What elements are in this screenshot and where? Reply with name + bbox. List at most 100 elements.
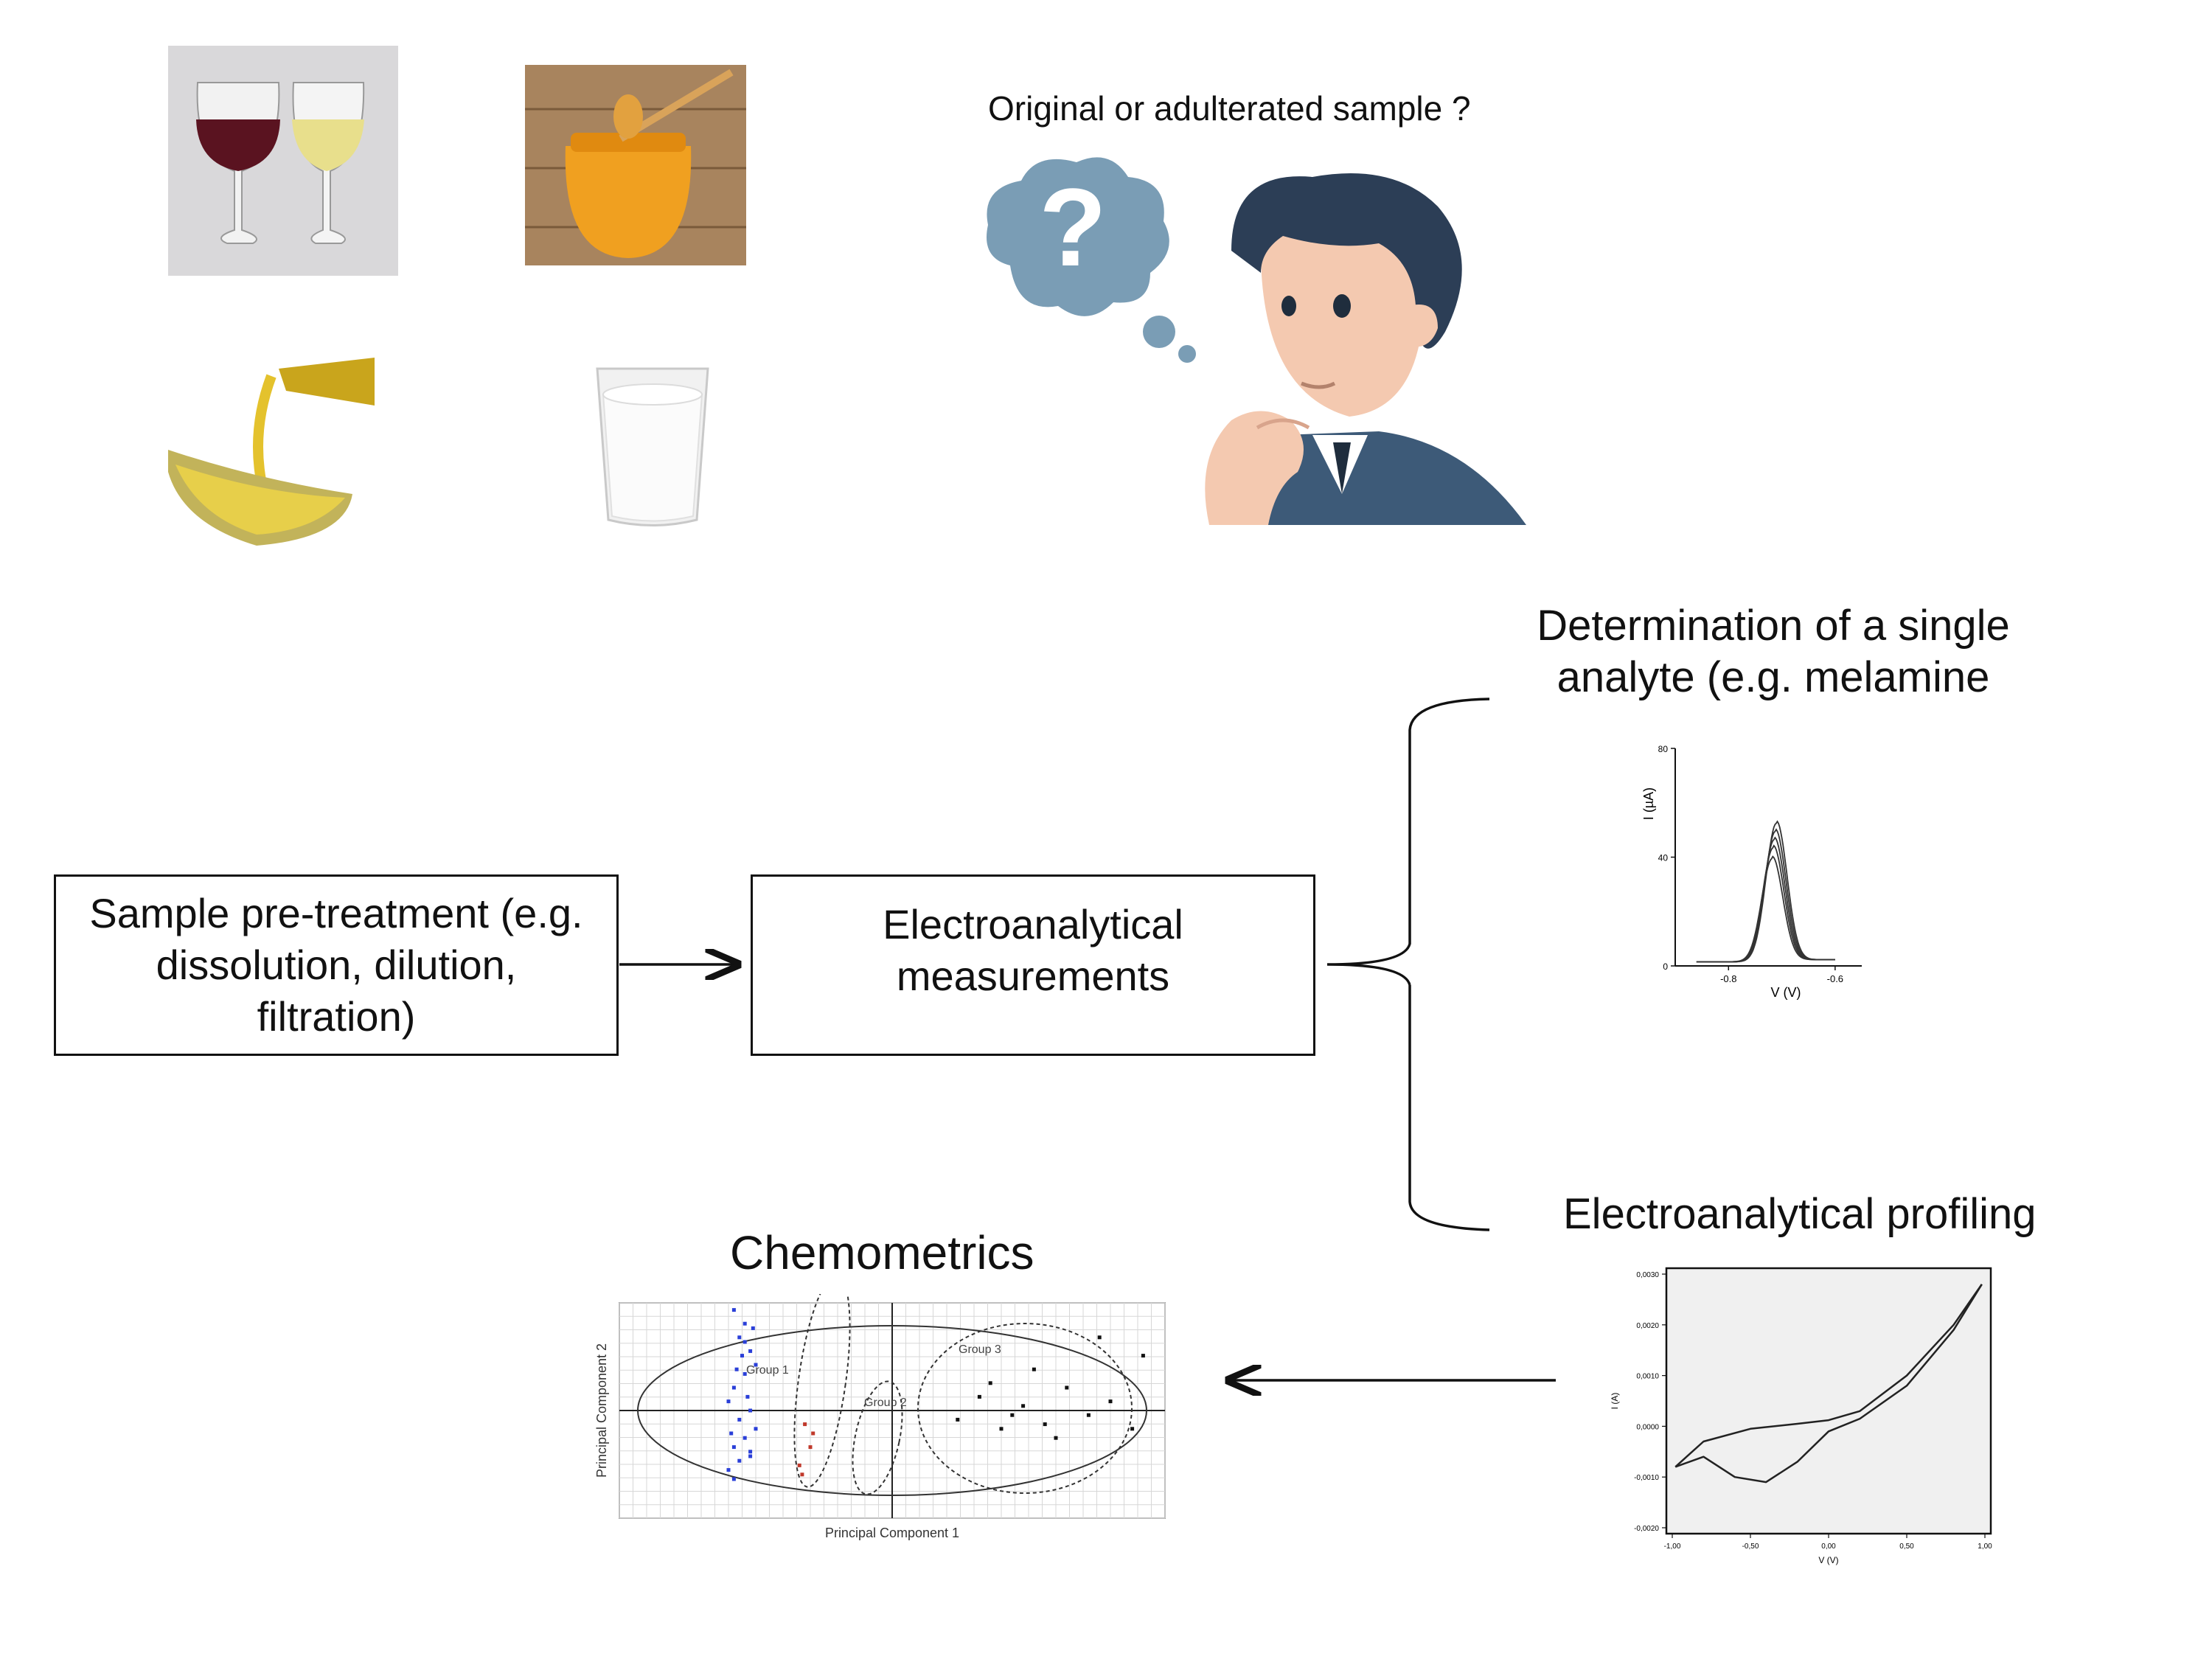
pca-group3-label: Group 3 xyxy=(959,1343,1001,1356)
chart1-ytick-label: 80 xyxy=(1658,744,1669,754)
chart2-xtick-label: -0,50 xyxy=(1742,1543,1759,1551)
electroanalytical-profiling-title: Electroanalytical profiling xyxy=(1563,1190,2037,1238)
pca-point xyxy=(748,1349,753,1353)
pca-point xyxy=(731,1308,736,1312)
milk-glass-image xyxy=(596,367,709,526)
pca-point xyxy=(1086,1413,1091,1417)
pca-point xyxy=(1065,1385,1069,1390)
pca-point xyxy=(977,1394,981,1399)
pca-ylabel: Principal Component 2 xyxy=(594,1343,609,1478)
chart1-series-line xyxy=(1696,828,1835,963)
chart1-series-line xyxy=(1696,836,1835,963)
pca-point xyxy=(797,1463,801,1467)
wine-glasses-image xyxy=(168,46,398,276)
chart1-ytick-label: 40 xyxy=(1658,853,1669,863)
pca-point xyxy=(729,1431,734,1436)
pca-point xyxy=(1021,1404,1026,1408)
svg-text:?: ? xyxy=(1039,165,1107,289)
chart2-xlabel: V (V) xyxy=(1818,1555,1838,1565)
single-analyte-title: Determination of a single analyte (e.g. … xyxy=(1500,600,2046,703)
chemometrics-pca-chart: Group 1 Group 2 Group 3 Principal Compon… xyxy=(594,1294,1166,1540)
honey-jar-image xyxy=(525,65,746,265)
pca-point xyxy=(800,1472,804,1477)
chart1-xlabel: V (V) xyxy=(1770,985,1801,1000)
pca-point xyxy=(748,1454,753,1458)
pca-point xyxy=(803,1422,807,1427)
olive-oil-image xyxy=(168,347,375,560)
pca-point xyxy=(1108,1399,1113,1404)
pca-point xyxy=(742,1371,747,1376)
pca-point xyxy=(811,1431,815,1436)
pca-point xyxy=(731,1385,736,1390)
pca-xlabel: Principal Component 1 xyxy=(825,1526,959,1540)
pca-point xyxy=(1141,1354,1145,1358)
pca-point xyxy=(988,1381,992,1385)
pca-point xyxy=(731,1477,736,1481)
chemometrics-title: Chemometrics xyxy=(730,1226,1034,1279)
chart1-series-line xyxy=(1696,844,1835,963)
pca-point xyxy=(1043,1422,1047,1427)
measurements-line-1: Electroanalytical xyxy=(883,901,1183,947)
pca-point xyxy=(956,1417,960,1422)
pca-point xyxy=(1032,1367,1036,1371)
chart2-ytick-label: 0,0010 xyxy=(1636,1373,1659,1381)
chart2-series-line xyxy=(1674,1284,1983,1468)
chart2-ytick-label: -0,0020 xyxy=(1634,1525,1659,1533)
chart2-ytick-label: 0,0000 xyxy=(1636,1423,1659,1431)
pretreatment-line-3: filtration) xyxy=(257,993,416,1040)
profiling-cyclic-voltammogram-chart: -0,0020 -0,0010 0,0000 0,0010 0,0020 0,0030 -1… xyxy=(1610,1267,1992,1565)
chart2-xtick-label: 0,50 xyxy=(1899,1543,1914,1551)
pca-point xyxy=(742,1321,747,1326)
pca-point xyxy=(726,1399,731,1404)
pca-point xyxy=(731,1445,736,1450)
pca-point xyxy=(748,1450,753,1454)
pca-point xyxy=(742,1340,747,1344)
pca-point xyxy=(1130,1427,1135,1431)
pca-point xyxy=(1097,1335,1102,1340)
pca-point xyxy=(751,1326,755,1330)
pca-point xyxy=(740,1354,744,1358)
electroanalytical-measurements-box: Electroanalytical measurements xyxy=(751,874,1315,1056)
single-analyte-line-2: analyte (e.g. melamine xyxy=(1557,653,1990,701)
pca-point xyxy=(737,1335,742,1340)
chart2-ytick-label: 0,0020 xyxy=(1636,1322,1659,1330)
thinking-person-icon xyxy=(1205,173,1526,525)
pca-group1-label: Group 1 xyxy=(746,1364,789,1377)
chart1-xtick-label: -0.8 xyxy=(1720,973,1736,984)
pretreatment-line-2: dissolution, dilution, xyxy=(156,942,517,988)
chart2-ytick-label: 0,0030 xyxy=(1636,1271,1659,1279)
chart1-series-line xyxy=(1696,820,1835,963)
pretreatment-line-1: Sample pre-treatment (e.g. xyxy=(89,890,583,936)
pca-point xyxy=(754,1363,758,1367)
question-text: Original or adulterated sample ? xyxy=(988,89,1471,128)
pca-point xyxy=(745,1394,750,1399)
sample-pretreatment-box: Sample pre-treatment (e.g. dissolution, … xyxy=(54,874,619,1056)
pca-point xyxy=(1054,1436,1058,1440)
chart2-xtick-label: 1,00 xyxy=(1978,1543,1992,1551)
single-analyte-voltammogram-chart: 0 40 80 -0.8 -0.6 V (V) I (µA) xyxy=(1641,744,1862,1000)
pca-point xyxy=(754,1427,758,1431)
pca-point xyxy=(726,1468,731,1472)
chart1-ylabel: I (µA) xyxy=(1641,787,1656,820)
chart2-ylabel: I (A) xyxy=(1610,1393,1620,1410)
chart1-xtick-label: -0.6 xyxy=(1827,973,1843,984)
chart2-xtick-label: -1,00 xyxy=(1664,1543,1681,1551)
thought-bubble-icon: ? xyxy=(987,157,1196,363)
thinking-person-illustration: ? xyxy=(987,157,1526,525)
chart2-xtick-label: 0,00 xyxy=(1821,1543,1836,1551)
pca-point xyxy=(742,1436,747,1440)
pca-group2-label: Group 2 xyxy=(864,1397,907,1409)
pca-point xyxy=(999,1427,1004,1431)
pca-point xyxy=(737,1417,742,1422)
single-analyte-line-1: Determination of a single xyxy=(1537,602,2010,650)
pca-point xyxy=(748,1408,753,1413)
branch-brace xyxy=(1326,698,1490,1231)
chart2-series-line xyxy=(1674,1284,1983,1484)
pca-point xyxy=(1010,1413,1015,1417)
measurements-line-2: measurements xyxy=(896,953,1170,999)
chart1-series-line xyxy=(1696,855,1835,963)
pca-point xyxy=(734,1367,739,1371)
chart1-ytick-label: 0 xyxy=(1663,961,1668,972)
chart2-ytick-label: -0,0010 xyxy=(1634,1474,1659,1482)
